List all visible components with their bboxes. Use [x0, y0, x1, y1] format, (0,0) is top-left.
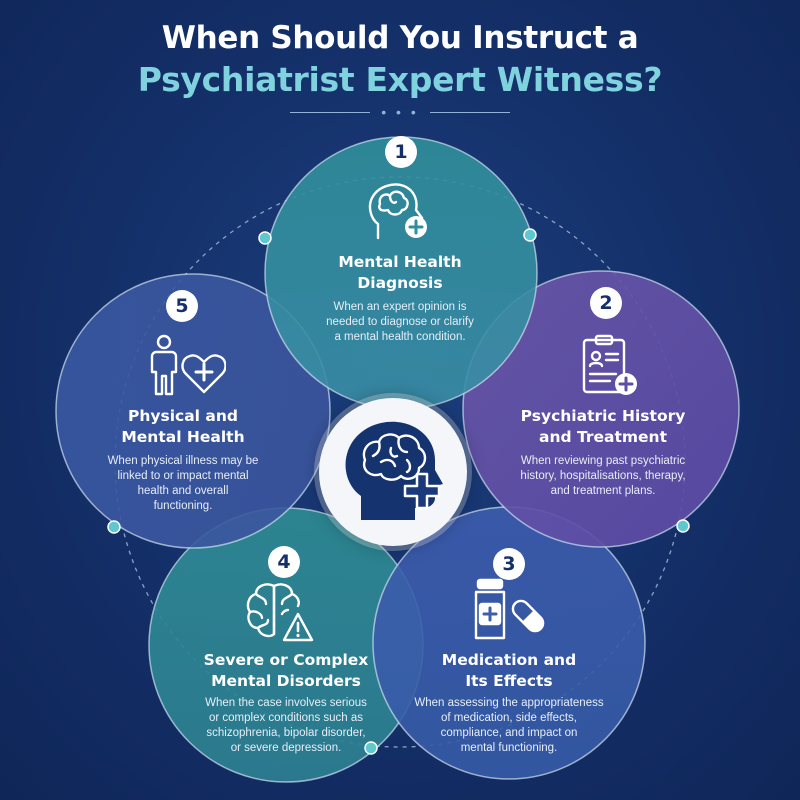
item-2-title-line: and Treatment — [539, 428, 667, 446]
person-heart-plus-icon — [150, 334, 226, 396]
item-1-title: Mental Health Diagnosis — [300, 252, 500, 294]
badge-2: 2 — [590, 287, 622, 319]
badge-5: 5 — [166, 290, 198, 322]
item-1-title-line: Diagnosis — [357, 274, 443, 292]
item-2-title-line: Psychiatric History — [520, 407, 686, 425]
item-2-desc-line: and treatment plans. — [550, 485, 656, 497]
item-5-desc-line: health and overall — [137, 485, 229, 497]
badge-1: 1 — [385, 136, 417, 168]
clipboard-plus-icon — [582, 334, 637, 395]
page-title: When Should You Instruct a — [161, 20, 639, 56]
page-subtitle: Psychiatrist Expert Witness? — [137, 60, 663, 99]
medication-pills-icon — [474, 578, 545, 640]
circle-2 — [462, 270, 740, 548]
item-5-desc-line: When physical illness may be — [107, 455, 259, 467]
title-divider: • • • — [290, 105, 510, 119]
center-circle — [319, 398, 467, 546]
item-5-title-line: Physical and — [128, 407, 238, 425]
brain-warning-icon — [246, 583, 314, 642]
item-1-desc-line: needed to diagnose or clarify — [326, 316, 474, 328]
item-3-title-line: Medication and — [441, 651, 577, 669]
badge-3: 3 — [493, 548, 525, 580]
item-2-desc-line: When reviewing past psychiatric — [520, 455, 686, 467]
item-3-desc-line: of medication, side effects, — [441, 712, 577, 724]
item-1-desc-line: When an expert opinion is — [333, 301, 467, 313]
item-3-title-line: Its Effects — [465, 672, 553, 690]
item-3-desc-line: compliance, and impact on — [440, 727, 578, 739]
item-2-title: Psychiatric History and Treatment — [508, 406, 698, 448]
item-3-desc-line: When assessing the appropriateness — [414, 697, 604, 709]
item-5-desc-line: functioning. — [153, 500, 213, 512]
item-5-desc-line: linked to or impact mental — [117, 470, 249, 482]
item-1-desc-line: a mental health condition. — [334, 331, 466, 343]
item-4-title: Severe or Complex Mental Disorders — [186, 650, 386, 692]
item-4-desc-line: or complex conditions such as — [208, 712, 364, 724]
item-2-desc-line: history, hospitalisations, therapy, — [520, 470, 686, 482]
item-2-description: When reviewing past psychiatric history,… — [498, 454, 708, 499]
item-3-title: Medication and Its Effects — [414, 650, 604, 692]
badge-4: 4 — [268, 546, 300, 578]
item-1-title-line: Mental Health — [338, 253, 462, 271]
item-4-title-line: Mental Disorders — [211, 672, 361, 690]
item-4-desc-line: When the case involves serious — [205, 697, 367, 709]
item-4-desc-line: schizophrenia, bipolar disorder, — [206, 727, 366, 739]
item-4-desc-line: or severe depression. — [230, 742, 342, 754]
item-5-description: When physical illness may be linked to o… — [83, 454, 283, 514]
item-5-title: Physical and Mental Health — [93, 406, 273, 448]
item-3-description: When assessing the appropriateness of me… — [404, 696, 614, 756]
head-brain-medical-cross-icon — [345, 421, 443, 520]
item-4-description: When the case involves serious or comple… — [176, 696, 396, 756]
item-4-title-line: Severe or Complex — [203, 651, 369, 669]
head-brain-plus-icon — [368, 183, 427, 240]
item-5-title-line: Mental Health — [121, 428, 245, 446]
item-1-description: When an expert opinion is needed to diag… — [300, 300, 500, 345]
circle-5 — [55, 273, 331, 549]
item-3-desc-line: mental functioning. — [460, 742, 558, 754]
